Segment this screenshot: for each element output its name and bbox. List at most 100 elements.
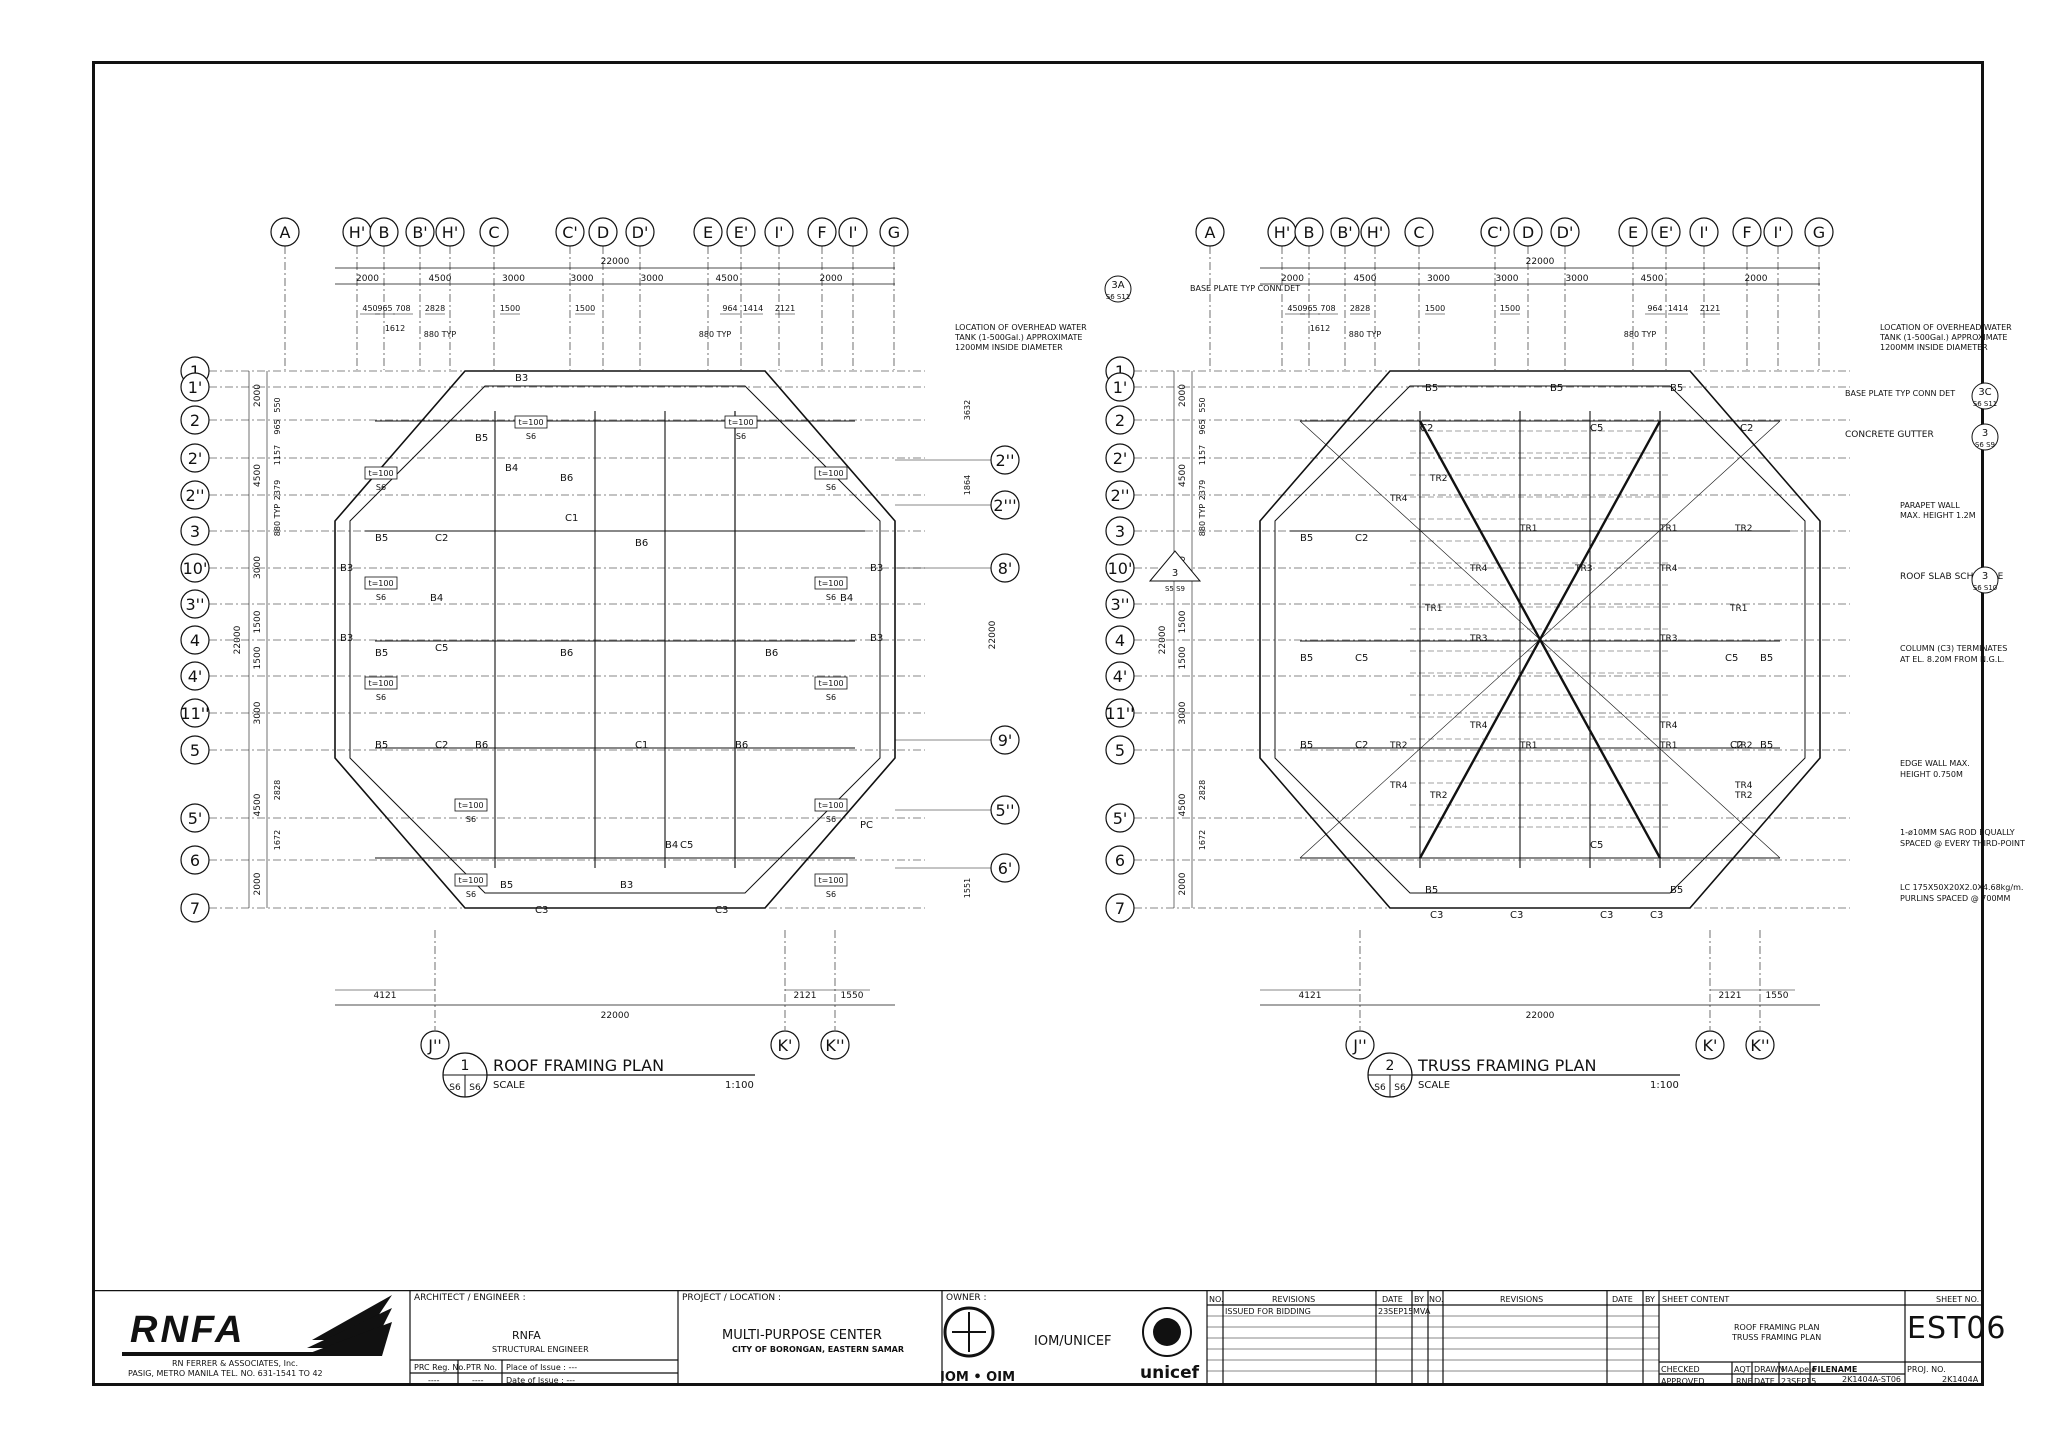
dim-left-sub: 2828 bbox=[273, 780, 282, 800]
detail-tag-number: 3 bbox=[1982, 571, 1988, 582]
dim-sub: 1500 bbox=[575, 304, 595, 313]
dim-typ: 880 TYP bbox=[1349, 330, 1382, 339]
engineer-name: RNFA bbox=[512, 1329, 541, 1342]
sheet-number: EST06 bbox=[1907, 1311, 2007, 1346]
grid-bubble-8-label: D' bbox=[1557, 223, 1574, 242]
note-sag-1: 1-ø10MM SAG ROD EQUALLY bbox=[1900, 828, 2015, 837]
roof-inner-outline bbox=[349, 385, 881, 894]
bottom-bubble-2 bbox=[820, 1030, 850, 1060]
dim-left-overall: 22000 bbox=[233, 625, 243, 654]
dim-b-3: 1550 bbox=[1766, 991, 1789, 1001]
row-bubble-2-label: 2 bbox=[1115, 411, 1125, 430]
detail-tag-number: 3 bbox=[1982, 428, 1988, 439]
rev-by-header: BY bbox=[1414, 1295, 1424, 1304]
bottom-bubble-1 bbox=[1695, 1030, 1725, 1060]
beam-label-b6: B6 bbox=[560, 648, 573, 659]
grid-bubble-13-label: I' bbox=[1773, 223, 1782, 242]
grid-bubble-13-label: I' bbox=[848, 223, 857, 242]
note-edge-2: HEIGHT 0.750M bbox=[1900, 770, 1963, 779]
detail-tag bbox=[1104, 275, 1132, 303]
place-of-issue: Place of Issue : --- bbox=[506, 1363, 578, 1372]
slab-thickness: t=100 bbox=[368, 679, 393, 688]
grid-bubble-7-label: D bbox=[597, 223, 609, 242]
slab-ref: S6 bbox=[826, 815, 836, 824]
grid-bubble-6-label: C' bbox=[562, 223, 578, 242]
row-bubble-1-label: 1' bbox=[188, 378, 203, 397]
beam-label-b6: B6 bbox=[735, 740, 748, 751]
slab-thickness-tag bbox=[454, 798, 488, 812]
row-bubble-7-label: 3'' bbox=[1111, 595, 1130, 614]
bottom-bubble-2 bbox=[1745, 1030, 1775, 1060]
dim-sub: 1414 bbox=[1668, 304, 1688, 313]
grid-bubble-4-label: H' bbox=[1367, 223, 1383, 242]
plan-ref-right: S6 bbox=[469, 1083, 481, 1093]
grid-bubble-3-label: B' bbox=[1337, 223, 1352, 242]
ptr-label: PTR No. bbox=[466, 1363, 498, 1372]
slab-ref: S6 bbox=[526, 432, 536, 441]
rev-date-header: DATE bbox=[1382, 1295, 1403, 1304]
grid-bubble-9-label: E bbox=[1628, 223, 1638, 242]
right-bubble-3-label: 9' bbox=[998, 731, 1013, 750]
slab-thickness: t=100 bbox=[458, 801, 483, 810]
dim-left: 1500 bbox=[1178, 646, 1188, 669]
dim-typ: 880 TYP bbox=[424, 330, 457, 339]
dim-bottom-overall: 22000 bbox=[1526, 1011, 1555, 1021]
note-tank-2: TANK (1-500Gal.) APPROXIMATE bbox=[954, 333, 1082, 342]
truss-label-tr2: TR2 bbox=[1734, 524, 1752, 534]
dim-sub: 964 bbox=[1647, 304, 1662, 313]
dim-sub: 2828 bbox=[425, 304, 445, 313]
truss-label-tr3: TR3 bbox=[1574, 564, 1592, 574]
dim-left: 4500 bbox=[253, 793, 263, 816]
sheet-no-label: SHEET NO. bbox=[1936, 1295, 1980, 1304]
dim-typ-2: 880 TYP bbox=[699, 330, 732, 339]
dim-left: 4500 bbox=[253, 464, 263, 487]
note2-tank-3: 1200MM INSIDE DIAMETER bbox=[1880, 343, 1988, 352]
beam-label-b5: B5 bbox=[375, 740, 388, 751]
right-bubble-5-label: 6' bbox=[998, 859, 1013, 878]
truss-beam-label: C3 bbox=[1600, 910, 1613, 921]
dim-span: 2000 bbox=[1745, 274, 1768, 284]
truss-label-tr4: TR4 bbox=[1389, 494, 1408, 504]
slab-ref: S6 bbox=[466, 815, 476, 824]
beam-label-b3: B3 bbox=[870, 563, 883, 574]
grid-bubble-12-label: F bbox=[817, 223, 826, 242]
note-tank-1: LOCATION OF OVERHEAD WATER bbox=[955, 323, 1087, 332]
date-value: 23SEP15 bbox=[1781, 1377, 1817, 1386]
dim-left-sub: 1157 bbox=[273, 445, 282, 465]
row-bubble-13-label: 6 bbox=[190, 851, 200, 870]
truss-label-tr3: TR3 bbox=[1659, 634, 1677, 644]
row-bubble-6-label: 10' bbox=[183, 559, 208, 578]
beam-label-b3: B3 bbox=[340, 633, 353, 644]
plan-ref-right: S6 bbox=[1394, 1083, 1406, 1093]
owner-label: OWNER : bbox=[946, 1293, 987, 1303]
detail-tag-number: 3C bbox=[1978, 387, 1991, 398]
truss-beam-label: C5 bbox=[1590, 423, 1603, 434]
beam-label-b5: B5 bbox=[375, 648, 388, 659]
detail-tag bbox=[1971, 566, 1999, 594]
truss-beam-label: C2 bbox=[1420, 423, 1433, 434]
dim-b-2: 2121 bbox=[1719, 991, 1742, 1001]
truss-beam-label: B5 bbox=[1670, 885, 1683, 896]
truss-label-tr2: TR2 bbox=[1429, 474, 1447, 484]
row-bubble-8-label: 4 bbox=[190, 631, 200, 650]
dim-b-3: 1550 bbox=[841, 991, 864, 1001]
dim-span: 4500 bbox=[716, 274, 739, 284]
dim-sub: 965 bbox=[377, 304, 392, 313]
slab-ref: S6 bbox=[376, 483, 386, 492]
firm-logo: RNFA bbox=[130, 1309, 246, 1351]
note-parapet-1: PARAPET WALL bbox=[1900, 501, 1960, 510]
dim-span: 3000 bbox=[1496, 274, 1519, 284]
note-parapet-2: MAX. HEIGHT 1.2M bbox=[1900, 511, 1976, 520]
unicef-logo-text: unicef bbox=[1140, 1363, 1200, 1383]
bottom-bubble-1-label: K' bbox=[1703, 1036, 1718, 1055]
truss-beam-label: C5 bbox=[1590, 840, 1603, 851]
truss-label-tr2: TR2 bbox=[1734, 741, 1752, 751]
note2-tank-1: LOCATION OF OVERHEAD WATER bbox=[1880, 323, 2012, 332]
row-bubble-3-label: 2' bbox=[188, 449, 203, 468]
date-label: DATE bbox=[1754, 1377, 1775, 1386]
dim-right-overall: 22000 bbox=[988, 620, 998, 649]
grid-bubble-1-label: H' bbox=[349, 223, 365, 242]
grid-bubble-4-label: H' bbox=[442, 223, 458, 242]
row-bubble-11-label: 5 bbox=[190, 741, 200, 760]
